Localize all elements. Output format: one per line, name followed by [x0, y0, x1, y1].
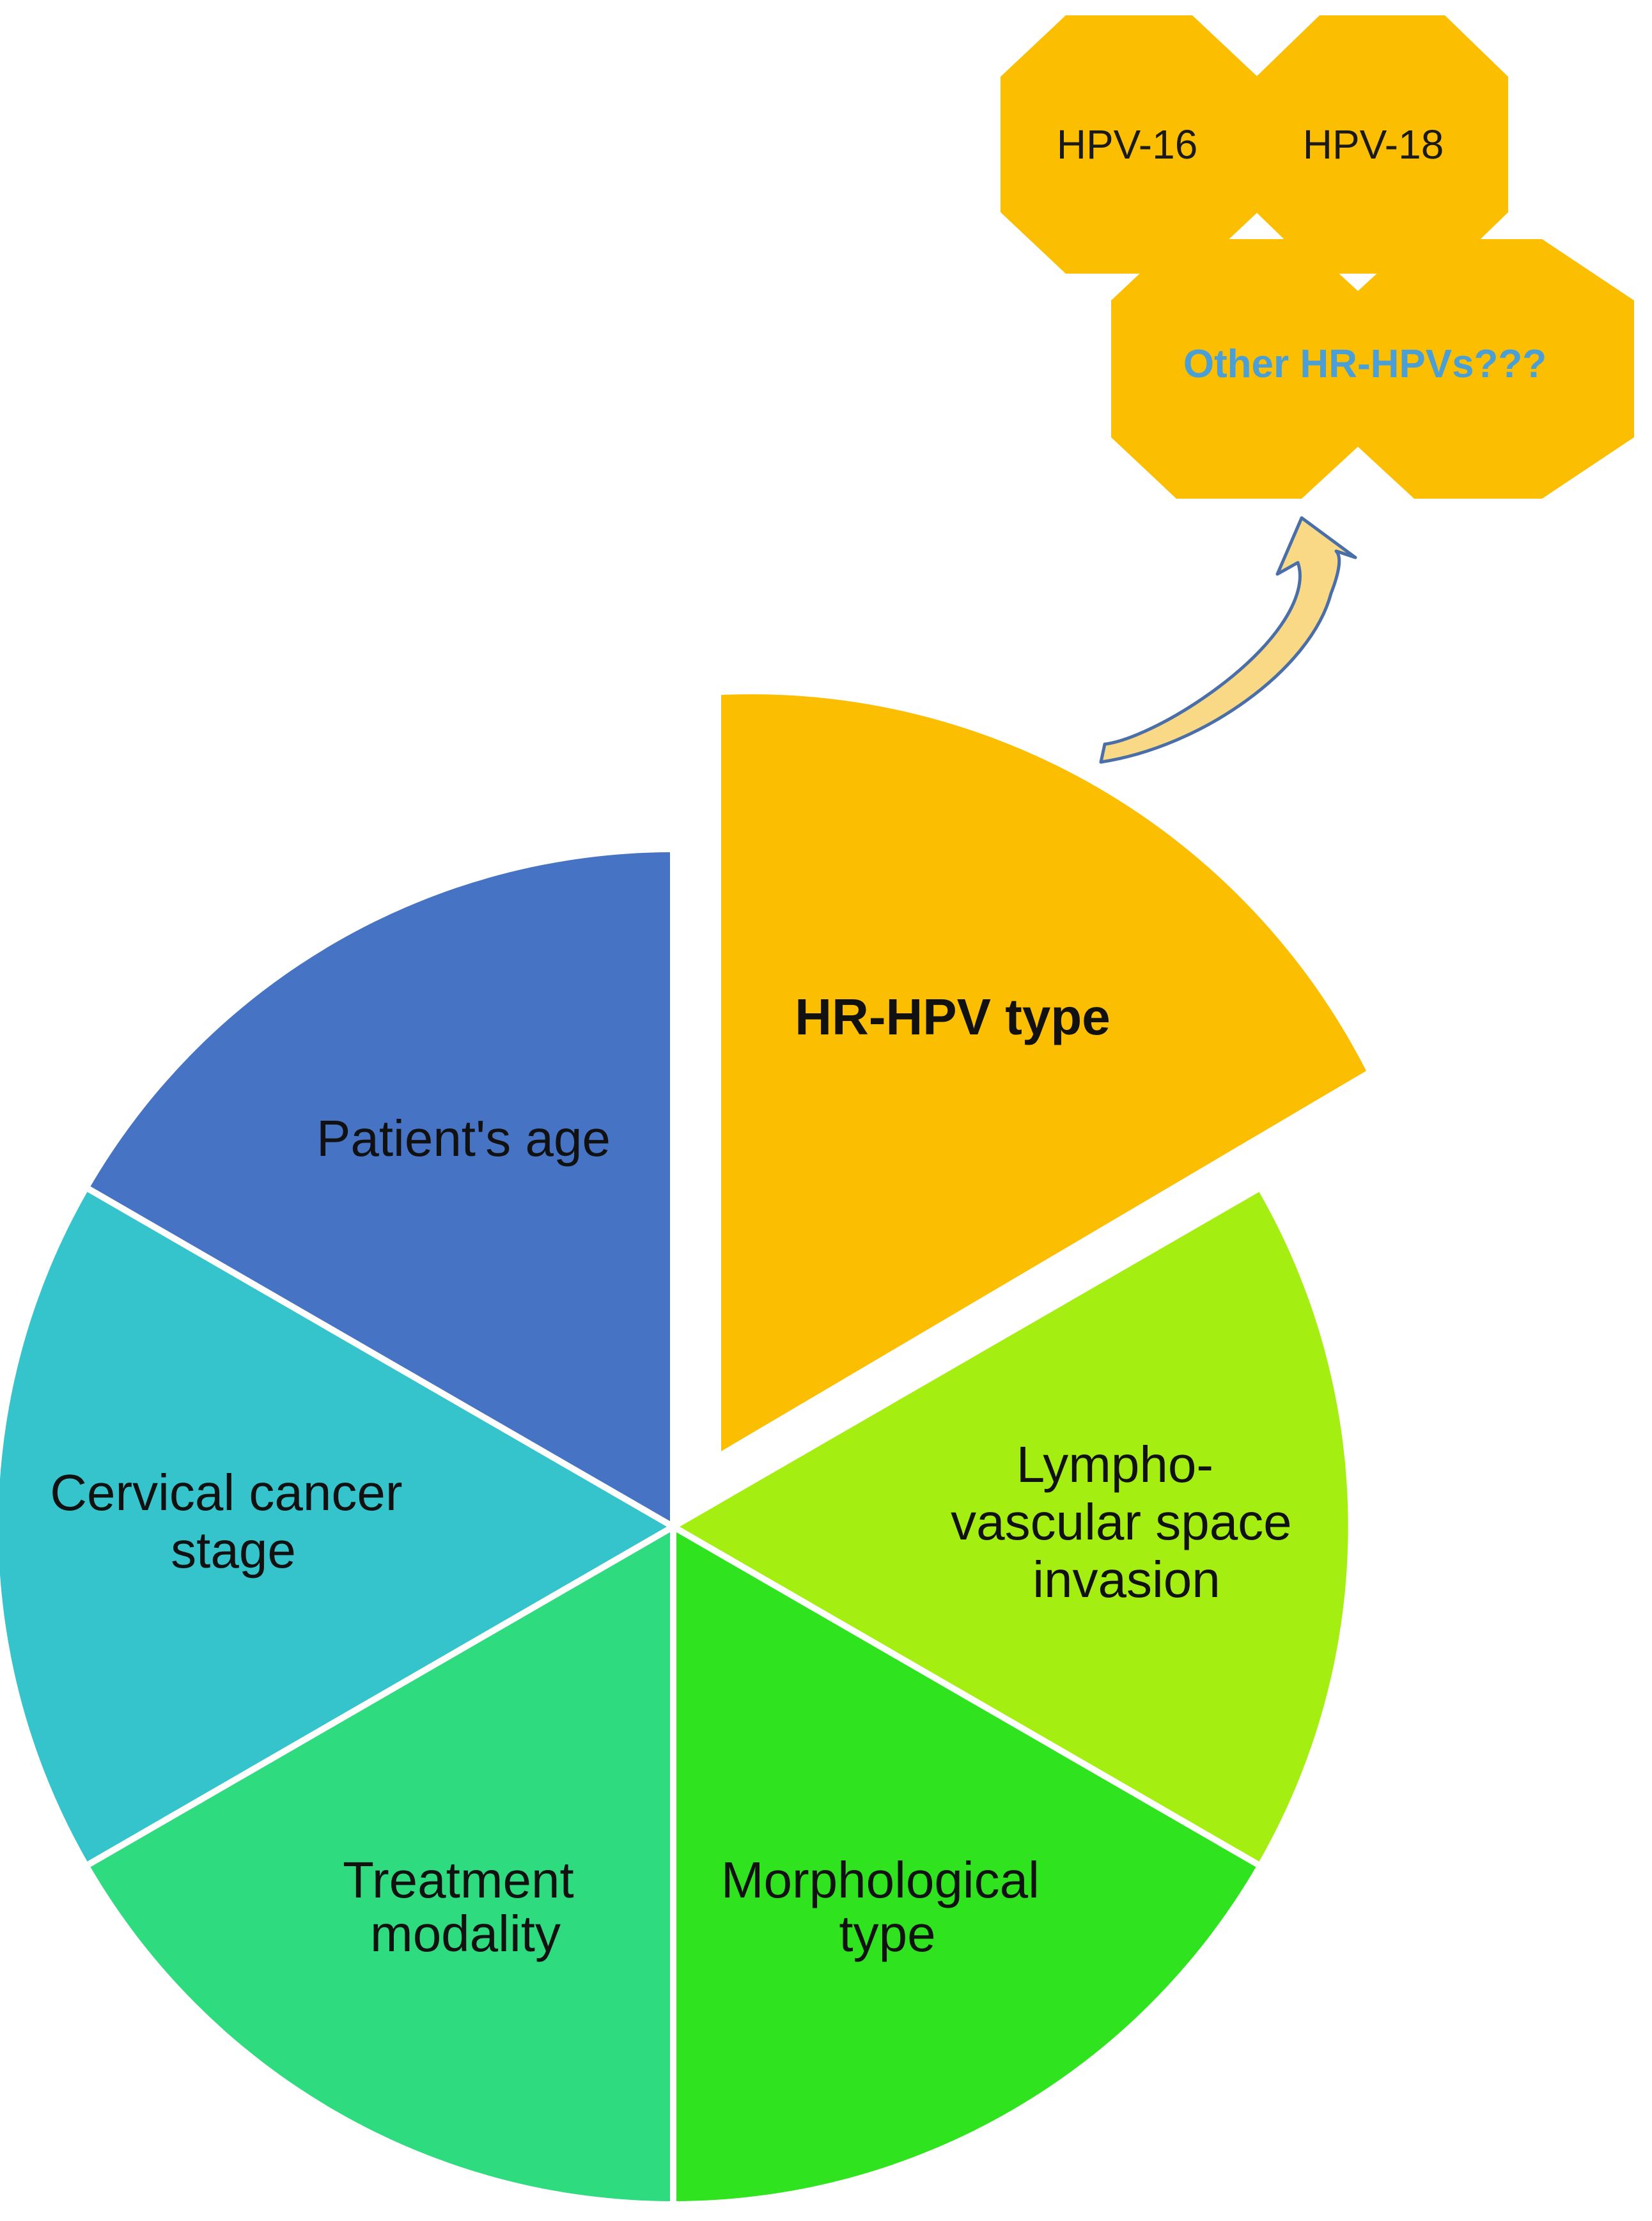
hexagon-other-left — [1111, 239, 1368, 499]
label-cervical-cancer-stage: Cervical cancer stage — [50, 1464, 417, 1578]
segment-morphological-type — [673, 1527, 1258, 2202]
label-hr-hpv-type: HR-HPV type — [795, 988, 1110, 1045]
segment-patients-age — [89, 852, 673, 1527]
hexagon-other-right — [1348, 239, 1634, 499]
label-other-hr-hpvs: Other HR-HPVs??? — [1183, 342, 1547, 386]
hpv-type-hexagons — [1001, 15, 1634, 499]
label-treatment-modality: Treatment modality — [343, 1851, 588, 1962]
label-hpv-18: HPV-18 — [1303, 121, 1444, 168]
segment-hr-hpv-type — [721, 694, 1366, 1451]
label-hpv-16: HPV-16 — [1057, 121, 1198, 168]
label-lymphovascular-invasion: Lympho- vascular space invasion — [951, 1436, 1306, 1608]
label-morphological-type: Morphological type — [721, 1851, 1054, 1962]
segment-dividers — [87, 852, 1259, 2201]
factor-wheel — [0, 694, 1366, 2202]
hexagon-hpv-16 — [1001, 15, 1258, 274]
label-patients-age: Patient's age — [316, 1110, 611, 1167]
hexagon-hpv-18 — [1256, 15, 1508, 274]
segment-treatment-modality — [89, 1527, 673, 2202]
curved-arrow-icon — [1099, 516, 1357, 764]
segment-cervical-cancer-stage — [0, 1189, 673, 1864]
segment-lymphovascular-invasion — [673, 1189, 1348, 1864]
